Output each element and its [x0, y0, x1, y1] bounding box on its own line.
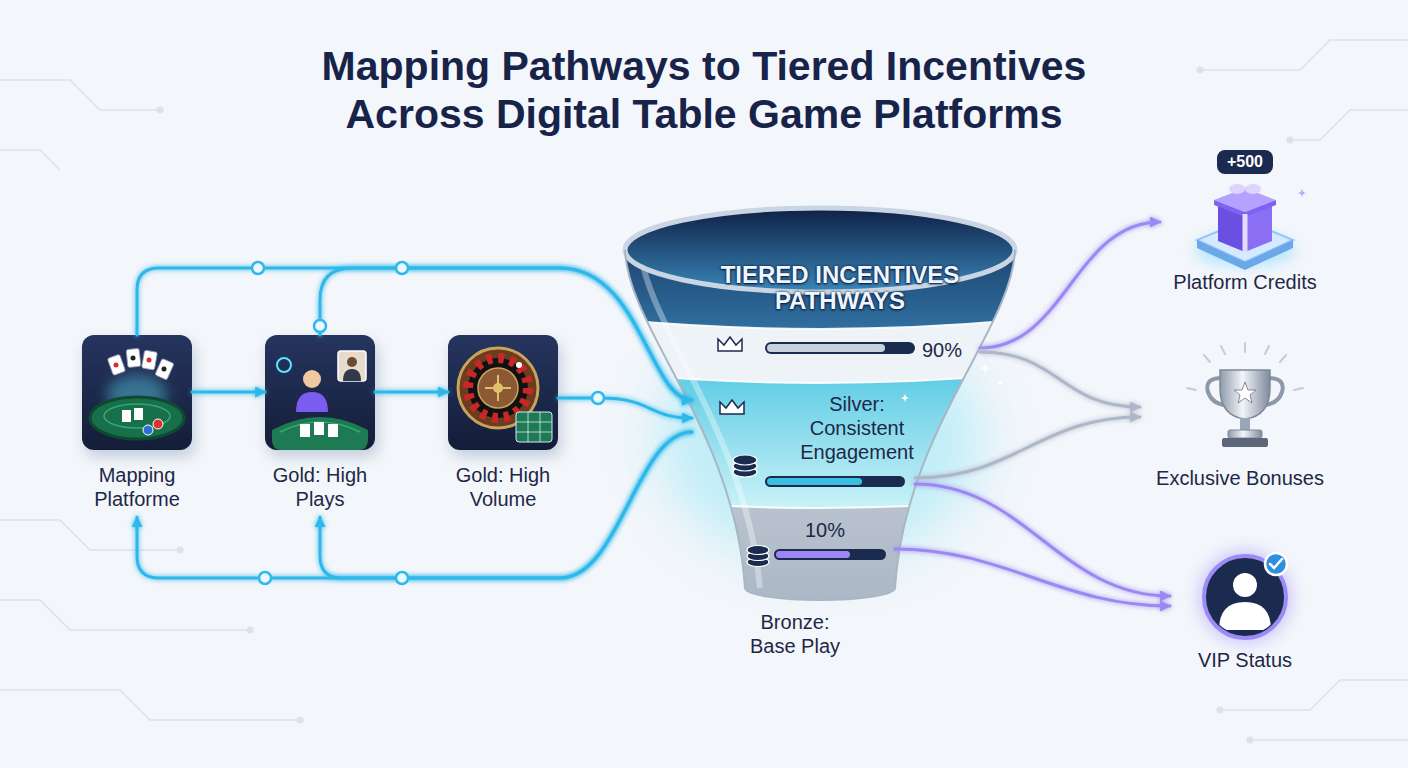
platform-tile: Mapping Platforme	[82, 335, 192, 517]
platform-tile: Gold: High Plays	[265, 335, 375, 517]
platform-tile: Gold: High Volume	[448, 335, 558, 517]
funnel-band: 10%Bronze: Base Play	[722, 512, 895, 568]
credit-badge: +500	[1217, 150, 1273, 174]
funnel-band: 90%	[718, 328, 980, 368]
node-label: Gold: High Volume	[448, 463, 558, 511]
node-label: VIP Status	[1170, 648, 1320, 672]
node-label: Gold: High Plays	[265, 463, 375, 511]
percent-value: 90%	[922, 338, 972, 362]
tier-label: Silver: Consistent Engagement	[782, 392, 932, 464]
flow-connector	[895, 549, 1170, 606]
reward-node: +500Platform Credits	[1160, 148, 1330, 294]
reward-node: Exclusive Bonuses	[1140, 345, 1340, 490]
flow-connector	[192, 391, 265, 394]
node-label: Exclusive Bonuses	[1140, 466, 1340, 490]
node-label: Mapping Platforme	[82, 463, 192, 511]
flow-connector	[980, 352, 1140, 407]
flow-connector	[980, 222, 1160, 348]
incentive-funnel: TIERED INCENTIVES PATHWAYS 90% Silver: Con…	[692, 205, 1015, 600]
flow-connector	[320, 268, 692, 400]
flow-connector	[320, 432, 692, 578]
diagram-title: Mapping Pathways to Tiered Incentives Ac…	[304, 42, 1104, 138]
flow-connector	[915, 417, 1140, 478]
percent-value: 10%	[805, 518, 855, 542]
title-wrap: Mapping Pathways to Tiered Incentives Ac…	[0, 42, 1408, 138]
flow-connector	[558, 398, 692, 418]
funnel-band: Silver: Consistent Engagement	[718, 385, 915, 497]
node-label: Platform Credits	[1160, 270, 1330, 294]
flow-connector	[137, 432, 692, 578]
flow-connector	[375, 391, 448, 394]
flow-connector	[915, 484, 1170, 596]
flow-connector	[137, 268, 692, 400]
funnel-heading: TIERED INCENTIVES PATHWAYS	[705, 262, 975, 314]
reward-node: VIP Status	[1170, 550, 1320, 672]
tier-label: Bronze: Base Play	[745, 610, 845, 658]
